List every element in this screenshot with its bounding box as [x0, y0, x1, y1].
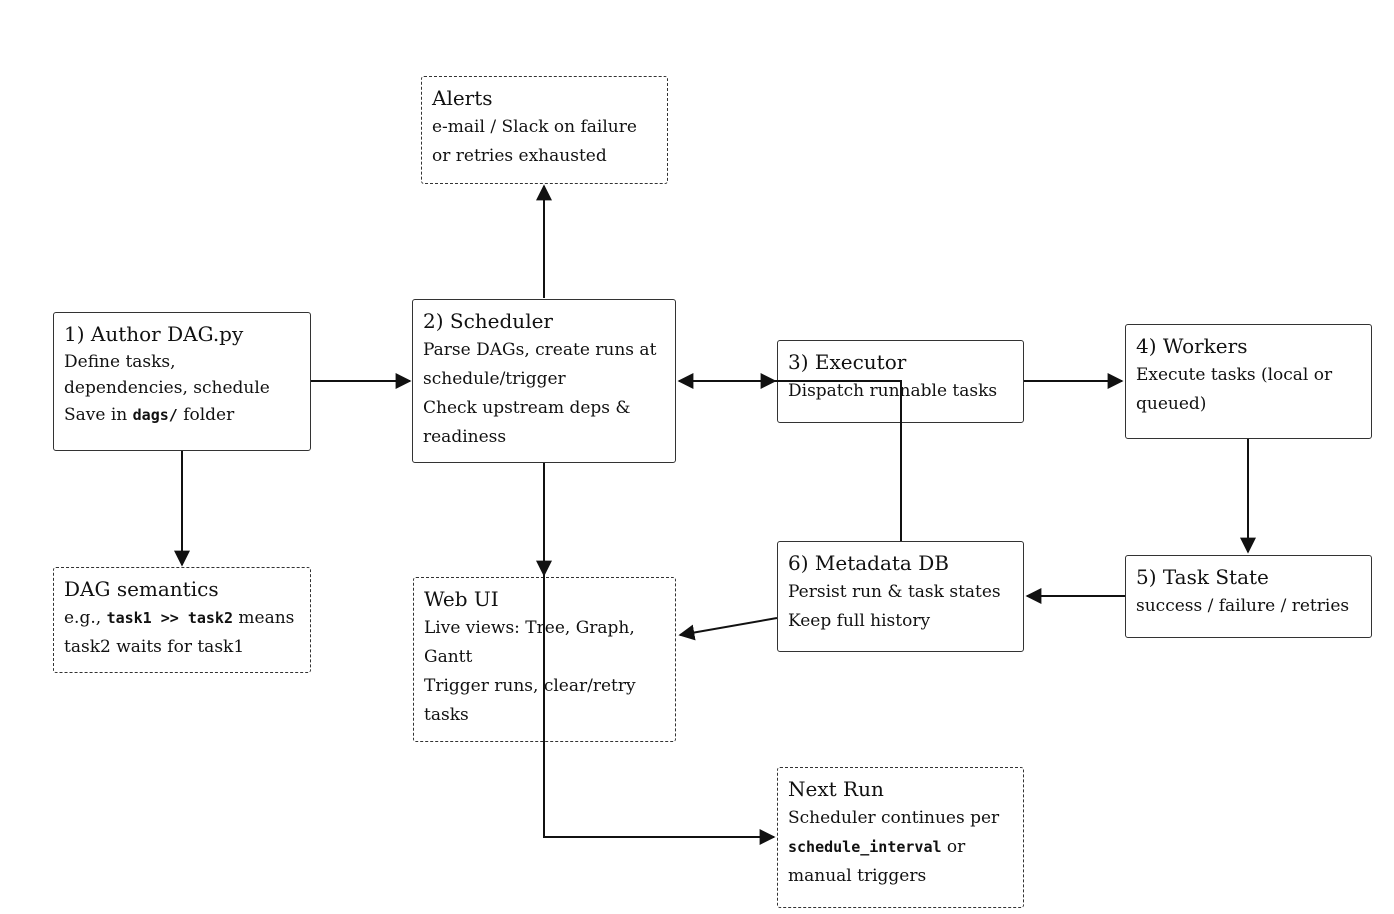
node-text: Scheduler continues per	[788, 808, 1000, 828]
node-web-ui: Web UI Live views: Tree, Graph, Gantt Tr…	[413, 577, 676, 742]
code-operator: >>	[151, 609, 188, 627]
node-text: e-mail / Slack on failure or retries exh…	[432, 117, 637, 166]
node-title: Alerts	[432, 86, 493, 110]
node-text-schedule-interval: schedule_interval or manual triggers	[788, 837, 966, 886]
node-text: Check upstream deps & readiness	[423, 398, 631, 447]
node-title: 2) Scheduler	[423, 309, 553, 333]
node-author-dag: 1) Author DAG.py Define tasks, dependenc…	[53, 312, 311, 451]
node-task-state: 5) Task State success / failure / retrie…	[1125, 555, 1372, 638]
code-dags-folder: dags/	[132, 406, 178, 424]
node-text: success / failure / retries	[1136, 596, 1350, 616]
node-text: Live views: Tree, Graph, Gantt	[424, 618, 635, 667]
node-dag-semantics: DAG semantics e.g., task1 >> task2 means…	[53, 567, 311, 673]
node-workers: 4) Workers Execute tasks (local or queue…	[1125, 324, 1372, 439]
node-next-run: Next Run Scheduler continues per schedul…	[777, 767, 1024, 908]
node-text-semantics: e.g., task1 >> task2 means task2 waits f…	[64, 608, 295, 657]
node-text: Dispatch runnable tasks	[788, 381, 998, 401]
edge-metadata-webui	[678, 617, 778, 641]
node-title: Web UI	[424, 587, 499, 611]
node-text: Trigger runs, clear/retry tasks	[424, 676, 636, 725]
node-title: 5) Task State	[1136, 565, 1269, 589]
code-task1: task1	[106, 609, 152, 627]
node-text: Parse DAGs, create runs at schedule/trig…	[423, 340, 657, 389]
node-text: Execute tasks (local or queued)	[1136, 365, 1333, 414]
node-title: 1) Author DAG.py	[64, 322, 244, 346]
node-text: Persist run & task states	[788, 582, 1001, 602]
node-title: DAG semantics	[64, 577, 219, 601]
node-scheduler: 2) Scheduler Parse DAGs, create runs at …	[412, 299, 676, 463]
code-schedule-interval: schedule_interval	[788, 838, 942, 856]
node-executor: 3) Executor Dispatch runnable tasks	[777, 340, 1024, 423]
code-task2: task2	[187, 609, 233, 627]
node-text-save: Save in dags/ folder	[64, 405, 235, 425]
node-metadata-db: 6) Metadata DB Persist run & task states…	[777, 541, 1024, 652]
node-text: Keep full history	[788, 611, 931, 631]
node-title: 4) Workers	[1136, 334, 1248, 358]
node-title: 3) Executor	[788, 350, 907, 374]
node-title: Next Run	[788, 777, 884, 801]
node-title: 6) Metadata DB	[788, 551, 949, 575]
node-alerts: Alerts e-mail / Slack on failure or retr…	[421, 76, 668, 184]
node-text: Define tasks, dependencies, schedule	[64, 352, 270, 398]
